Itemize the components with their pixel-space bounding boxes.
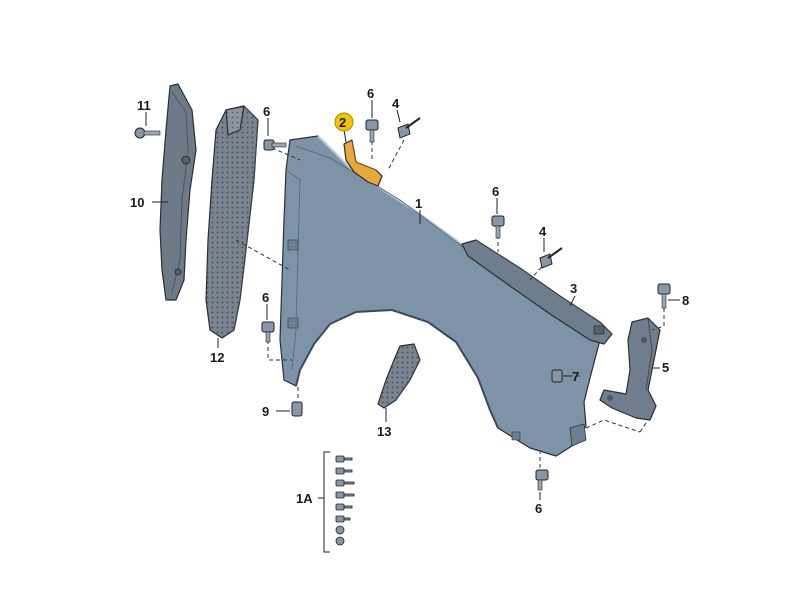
- label-3: 3: [570, 281, 577, 296]
- label-8: 8: [682, 293, 689, 308]
- push-clip-icon: [291, 401, 303, 417]
- label-11: 11: [137, 98, 151, 113]
- label-1: 1: [415, 196, 422, 211]
- hex-screw-icon: [535, 469, 549, 491]
- hex-screw-icon: [261, 321, 275, 343]
- leader-lines: [145, 100, 680, 500]
- label-6e: 6: [535, 501, 542, 516]
- label-9: 9: [262, 404, 269, 419]
- label-10: 10: [130, 195, 144, 210]
- part-2-bracket: [343, 139, 383, 187]
- part-13-foam-pad: [377, 343, 421, 409]
- part-10-seal-strip: [159, 83, 197, 301]
- label-5: 5: [662, 360, 669, 375]
- hex-screw-icon: [491, 215, 505, 239]
- label-6a: 6: [263, 104, 270, 119]
- push-clip-icon: [134, 127, 161, 139]
- callout-labels: 2 1 3 4 4 5 6 6 6 6 6 7 8 9 10 11 12 13 …: [130, 86, 689, 516]
- push-clip-icon: [539, 247, 563, 269]
- label-4b: 4: [539, 224, 547, 239]
- label-6c: 6: [492, 184, 499, 199]
- highlight-badge: [334, 112, 354, 132]
- label-12: 12: [210, 350, 224, 365]
- hardware-kit-1a: [318, 451, 355, 553]
- label-4a: 4: [392, 96, 400, 111]
- assembly-lines: [235, 134, 665, 468]
- label-6d: 6: [262, 290, 269, 305]
- part-12-foam-block: [205, 105, 259, 339]
- label-7: 7: [572, 369, 579, 384]
- label-1a: 1A: [296, 491, 313, 506]
- hex-screw-icon: [657, 283, 671, 309]
- push-clip-icon: [397, 117, 421, 139]
- label-13: 13: [377, 424, 391, 439]
- part-3-rail: [461, 239, 613, 345]
- part-5-mount-bracket: [599, 317, 661, 421]
- label-6b: 6: [367, 86, 374, 101]
- label-2: 2: [339, 115, 346, 130]
- push-clip-icon: [551, 369, 563, 383]
- hex-screw-icon: [365, 119, 379, 143]
- hex-screw-icon: [263, 139, 287, 151]
